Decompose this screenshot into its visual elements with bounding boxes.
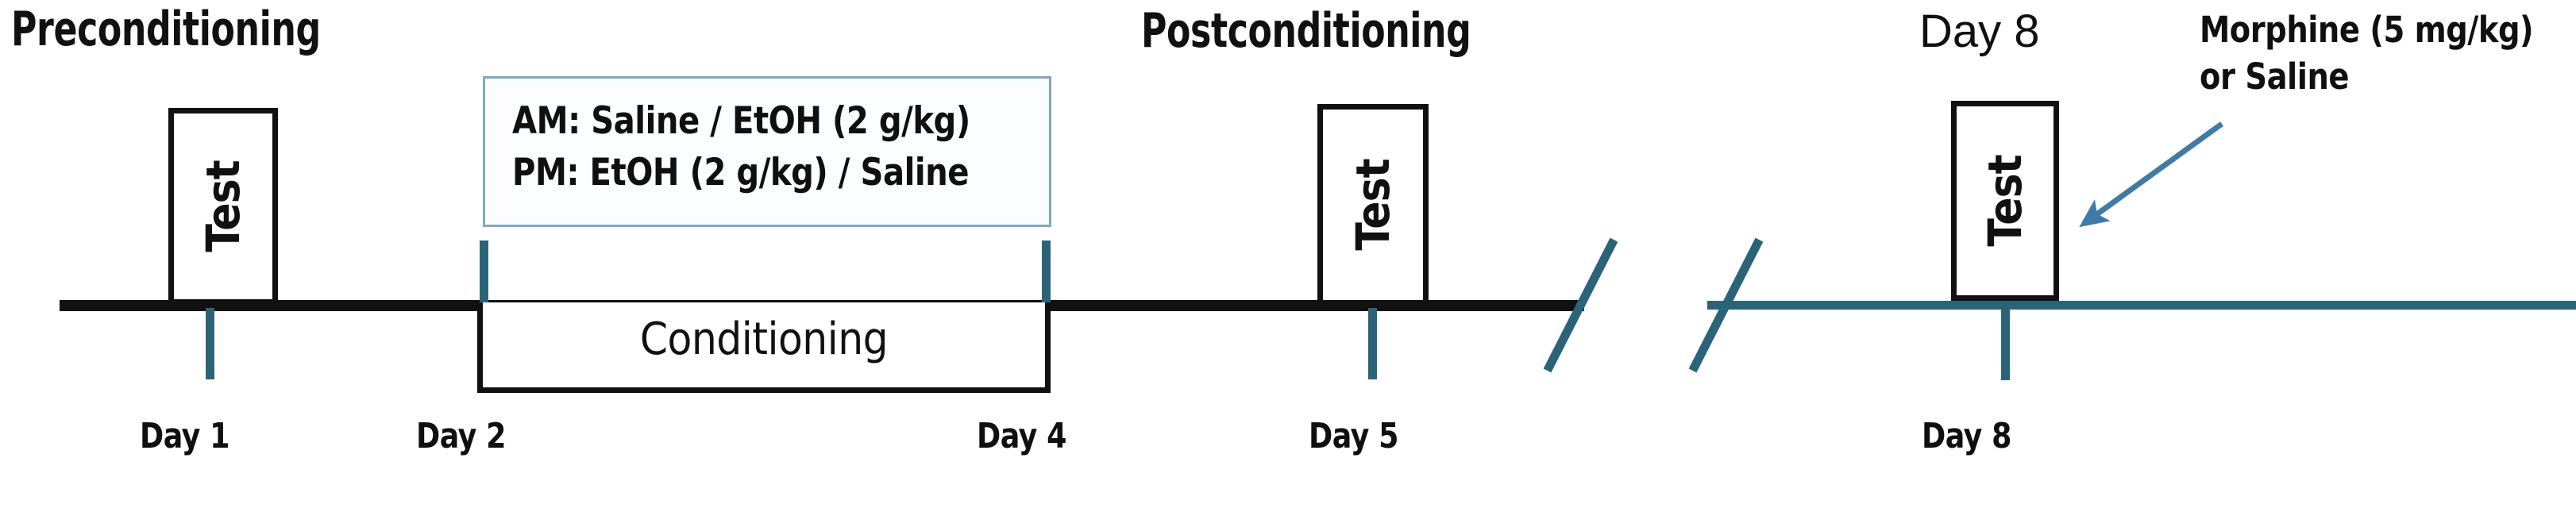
conditioning-box: Conditioning bbox=[477, 302, 1051, 393]
timeline-axis-right bbox=[1707, 301, 2576, 310]
morphine-annotation-arrow-icon bbox=[2079, 121, 2224, 228]
phase-title-postconditioning: Postconditioning bbox=[1141, 3, 1471, 59]
test-box-label: Test bbox=[196, 160, 250, 252]
phase-title-preconditioning: Preconditioning bbox=[11, 2, 321, 57]
tick-day-4 bbox=[1042, 241, 1051, 306]
day-label-1: Day 1 bbox=[140, 416, 230, 456]
morphine-annotation-line-1: Morphine (5 mg/kg) bbox=[2200, 9, 2534, 51]
conditioning-label: Conditioning bbox=[639, 314, 889, 365]
morphine-annotation-line-2: or Saline bbox=[2200, 56, 2349, 98]
tick-day-1 bbox=[206, 308, 214, 379]
test-box-label: Test bbox=[1978, 155, 2032, 247]
test-box-day-1: Test bbox=[168, 108, 278, 305]
test-box-day-8: Test bbox=[1951, 101, 2059, 301]
test-box-label: Test bbox=[1346, 159, 1400, 251]
drug-schedule-pm: PM: EtOH (2 g/kg) / Saline bbox=[512, 150, 970, 194]
drug-schedule-callout: AM: Saline / EtOH (2 g/kg) PM: EtOH (2 g… bbox=[483, 76, 1051, 227]
morphine-annotation: Morphine (5 mg/kg) or Saline bbox=[2200, 6, 2573, 101]
drug-schedule-am: AM: Saline / EtOH (2 g/kg) bbox=[512, 99, 970, 143]
test-box-day-5: Test bbox=[1317, 104, 1429, 306]
day-label-8: Day 8 bbox=[1922, 416, 2012, 456]
day-label-2: Day 2 bbox=[416, 416, 507, 456]
tick-day-5 bbox=[1368, 308, 1377, 379]
tick-day-8 bbox=[2001, 309, 2010, 380]
phase-title-day8: Day 8 bbox=[1919, 6, 2040, 57]
day-label-5: Day 5 bbox=[1309, 416, 1399, 456]
tick-day-2 bbox=[480, 241, 488, 306]
day-label-4: Day 4 bbox=[977, 416, 1067, 456]
